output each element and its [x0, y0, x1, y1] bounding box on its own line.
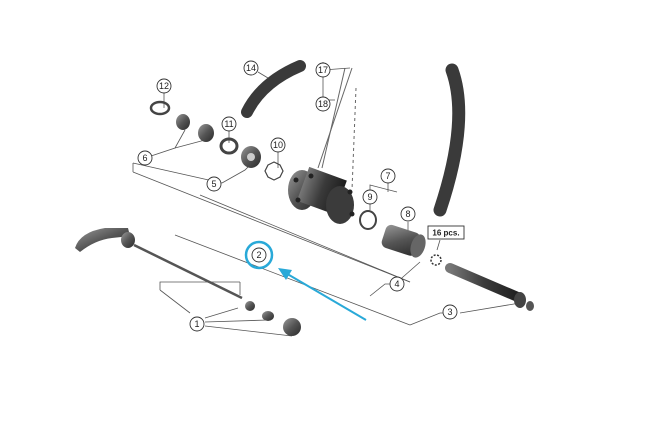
callout-8: 8: [400, 206, 416, 222]
callout-12: 12: [156, 78, 172, 94]
rim-segment-left: [241, 60, 306, 118]
freehub-parts: [359, 210, 442, 266]
callout-9: 9: [362, 189, 378, 205]
hollow-axle: [445, 263, 534, 311]
highlight-arrow-head: [278, 268, 292, 280]
callout-14: 14: [243, 60, 259, 76]
callout-5: 5: [206, 176, 222, 192]
svg-text:2: 2: [256, 250, 261, 260]
svg-text:16 pcs.: 16 pcs.: [432, 229, 459, 238]
svg-text:14: 14: [246, 63, 256, 73]
callout-4: 4: [389, 276, 405, 292]
callout-1: 1: [189, 316, 205, 332]
svg-text:6: 6: [142, 153, 147, 163]
leader-lines: [132, 62, 521, 337]
rotor-adapter-ring: [264, 161, 284, 181]
rim-segment-right: [433, 63, 466, 217]
svg-text:3: 3: [447, 307, 452, 317]
svg-text:8: 8: [405, 209, 410, 219]
quick-release-skewer: [75, 228, 301, 336]
left-hub-parts: [149, 100, 284, 181]
spoke-count-label: 16 pcs.: [427, 225, 465, 240]
callout-7: 7: [380, 168, 396, 184]
svg-text:12: 12: [159, 81, 169, 91]
callout-3: 3: [442, 304, 458, 320]
callout-2-highlighted: 2: [244, 240, 274, 270]
callout-17: 17: [315, 62, 331, 78]
callout-6: 6: [137, 150, 153, 166]
callout-10: 10: [270, 137, 286, 153]
svg-text:11: 11: [224, 119, 233, 129]
highlight-arrow: [283, 271, 367, 321]
svg-text:18: 18: [318, 99, 328, 109]
svg-text:17: 17: [318, 65, 328, 75]
hub-body: [288, 166, 355, 224]
spokes: [317, 67, 357, 191]
svg-text:5: 5: [211, 179, 216, 189]
svg-text:1: 1: [194, 319, 199, 329]
svg-text:4: 4: [394, 279, 399, 289]
svg-text:9: 9: [367, 192, 372, 202]
svg-text:10: 10: [273, 140, 283, 150]
callout-18: 18: [315, 96, 331, 112]
callout-11: 11: [221, 116, 237, 132]
svg-text:7: 7: [385, 171, 390, 181]
